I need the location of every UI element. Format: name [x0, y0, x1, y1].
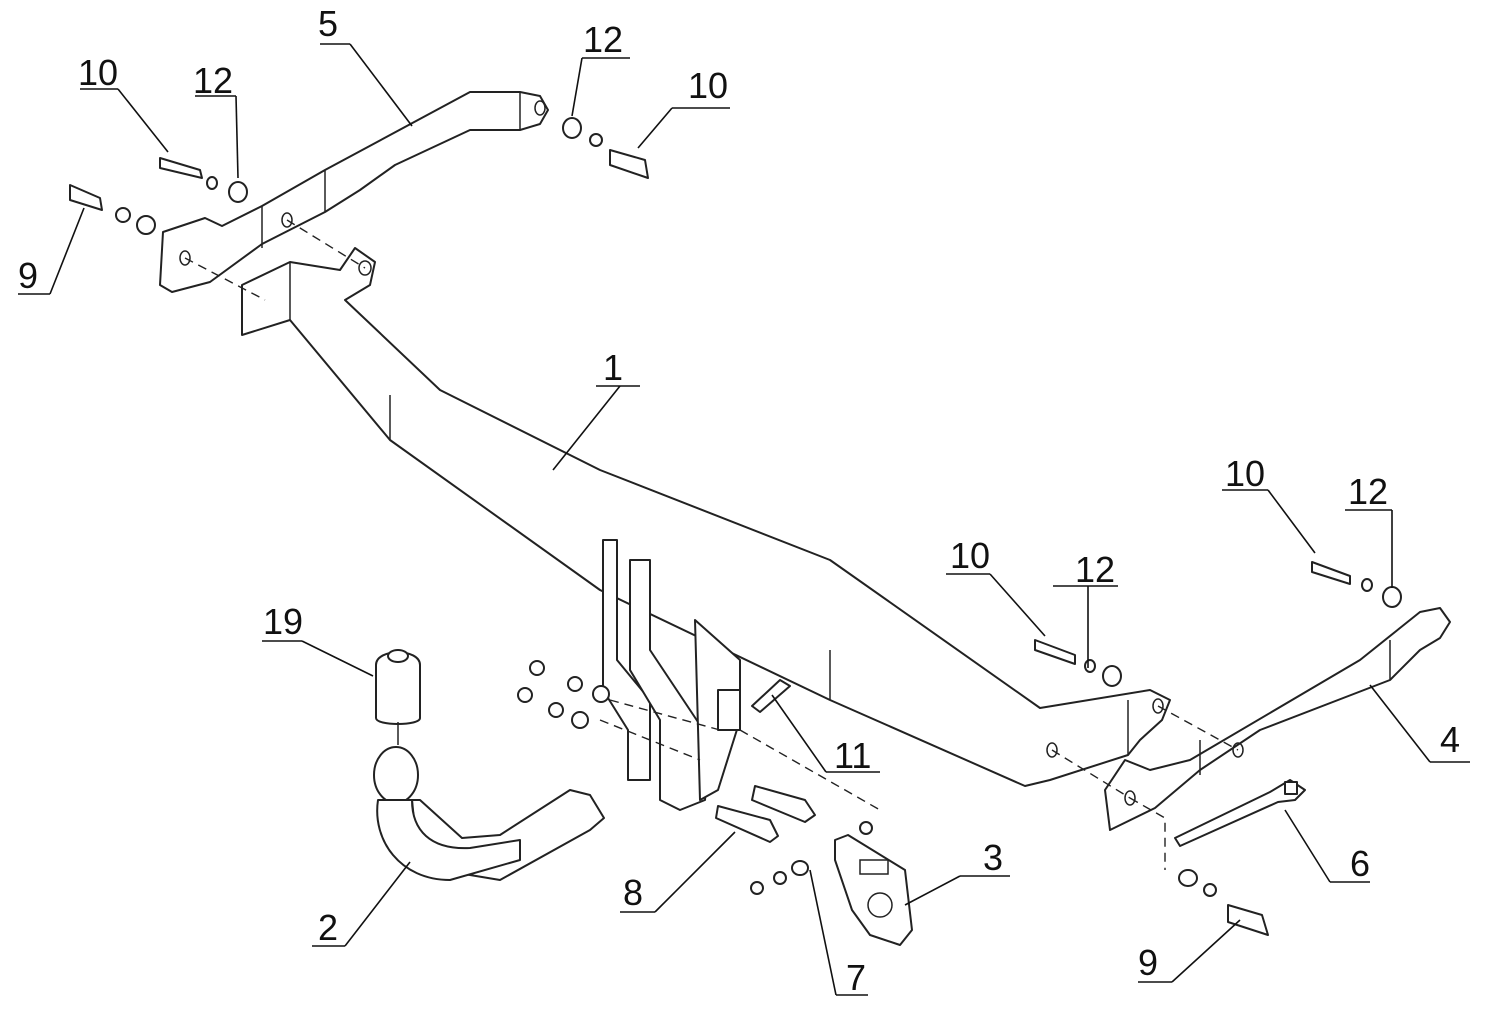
callout-label: 10	[78, 52, 118, 93]
callout-label: 2	[318, 907, 338, 948]
callout-label: 19	[263, 601, 303, 642]
callout-label: 11	[834, 735, 871, 776]
callout-5: 5	[318, 3, 413, 127]
bolts-8	[715, 785, 816, 843]
callout-12-right-mid: 12	[1053, 549, 1118, 668]
callout-11: 11	[771, 694, 880, 776]
callout-10-right-far: 10	[1222, 453, 1316, 554]
callout-6: 6	[1284, 809, 1370, 884]
callout-4: 4	[1369, 684, 1470, 763]
callout-label: 6	[1350, 843, 1370, 884]
drop-bracket	[602, 539, 741, 811]
ball-cap	[375, 649, 421, 745]
bolt-11	[751, 679, 791, 713]
callout-label: 3	[983, 837, 1003, 878]
callout-9-right: 9	[1138, 919, 1241, 983]
callout-label: 9	[1138, 942, 1158, 983]
hardware-top-right	[562, 117, 649, 179]
tow-ball-neck	[373, 746, 605, 881]
assembly-lines	[184, 219, 1239, 870]
callout-12-top-left: 12	[193, 60, 239, 179]
callout-12-right-far: 12	[1345, 471, 1393, 588]
callout-label: 4	[1440, 719, 1460, 760]
callout-10-top-left: 10	[78, 52, 169, 153]
callout-label: 8	[623, 872, 643, 913]
callout-label: 7	[846, 957, 866, 998]
callout-label: 10	[688, 65, 728, 106]
spring-washer-set	[750, 860, 809, 895]
callout-10-top-right: 10	[637, 65, 730, 149]
callout-label: 12	[1075, 549, 1115, 590]
callout-label: 12	[583, 19, 623, 60]
callout-12-top-right: 12	[571, 19, 630, 117]
hardware-left	[69, 157, 248, 235]
callout-label: 9	[18, 255, 38, 296]
callout-label: 5	[318, 3, 338, 44]
callout-8: 8	[620, 831, 736, 913]
callout-7: 7	[809, 869, 868, 998]
socket-plate	[834, 834, 913, 946]
strap-plate	[1174, 779, 1306, 847]
callout-label: 10	[1225, 453, 1265, 494]
callout-9-left: 9	[18, 207, 85, 296]
callout-19: 19	[262, 601, 374, 677]
main-crossbar	[241, 247, 1171, 787]
nuts-washers	[517, 660, 873, 835]
right-side-bracket	[1104, 607, 1451, 831]
callout-2: 2	[312, 861, 411, 948]
callout-label: 1	[603, 347, 623, 388]
callout-10-right-mid: 10	[946, 535, 1046, 637]
callout-label: 12	[1348, 471, 1388, 512]
callout-1: 1	[552, 347, 640, 471]
callout-label: 10	[950, 535, 990, 576]
callout-label: 12	[193, 60, 233, 101]
callout-3: 3	[904, 837, 1010, 906]
